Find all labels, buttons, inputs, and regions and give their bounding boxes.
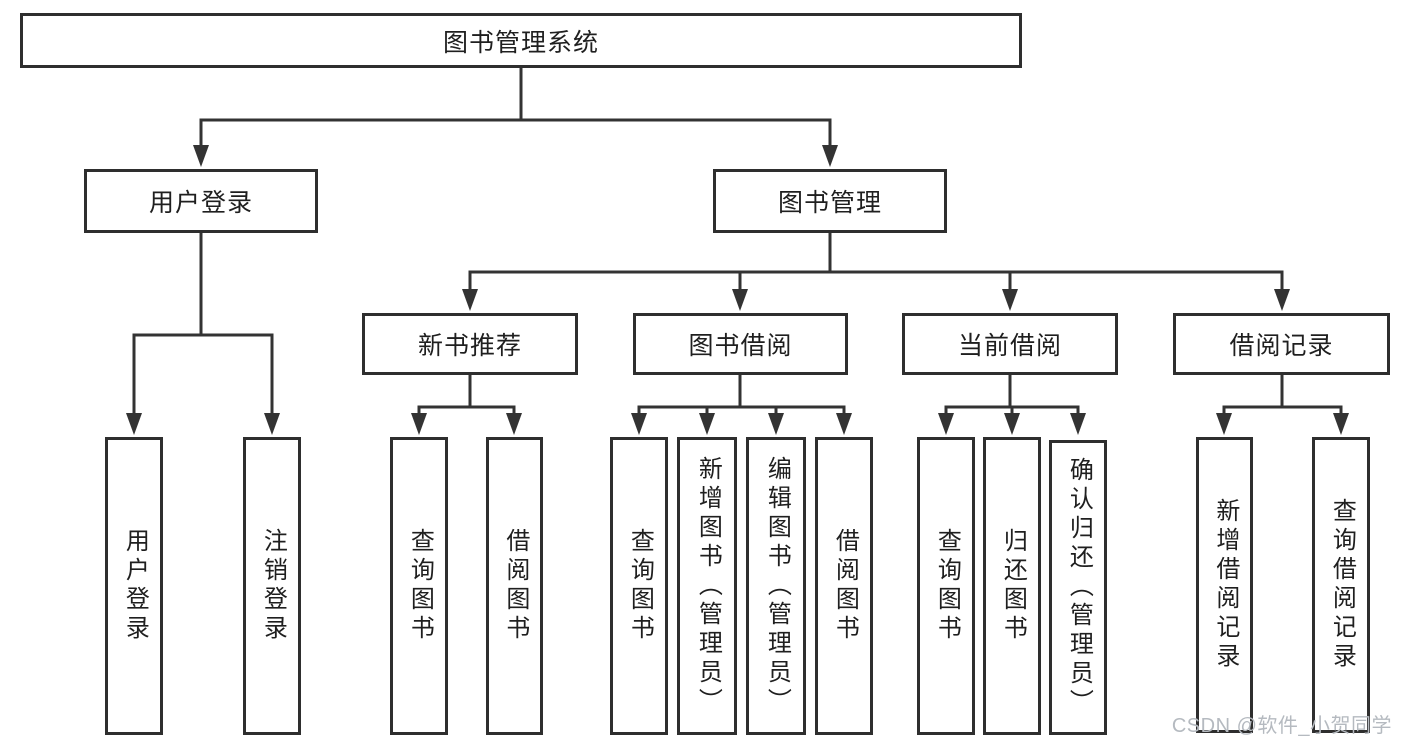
node-label: 借阅图书: [831, 528, 859, 644]
node-label: 查询图书: [933, 528, 961, 644]
arrowhead: [1004, 413, 1020, 435]
connector-root: [199, 66, 832, 149]
leaf-borrow-books-recommend: 借阅图书: [486, 437, 543, 735]
node-label: 查询借阅记录: [1328, 498, 1356, 672]
leaf-return-books: 归还图书: [983, 437, 1041, 735]
leaf-add-borrow-record: 新增借阅记录: [1196, 437, 1253, 733]
node-label: 图书借阅: [688, 332, 793, 360]
node-borrow-records: 借阅记录: [1173, 313, 1390, 375]
node-label: 借阅记录: [1229, 332, 1334, 360]
leaf-add-books-admin: 新增图书（管理员）: [677, 437, 737, 735]
node-label: 图书管理系统: [442, 28, 599, 57]
arrowhead: [126, 413, 142, 435]
node-label: 确认归还（管理员）: [1065, 457, 1093, 718]
leaf-query-books-current: 查询图书: [917, 437, 975, 735]
arrowhead: [699, 413, 715, 435]
arrowhead: [506, 413, 522, 435]
leaf-query-books-recommend: 查询图书: [390, 437, 448, 735]
arrowhead: [822, 145, 838, 167]
arrowhead: [411, 413, 427, 435]
arrowhead: [1216, 413, 1232, 435]
node-label: 借阅图书: [501, 528, 529, 644]
leaf-borrow-books: 借阅图书: [815, 437, 873, 735]
node-label: 归还图书: [999, 528, 1027, 644]
node-label: 用户登录: [148, 189, 253, 217]
arrowhead: [1333, 413, 1349, 435]
connector-borrow-records: [1222, 373, 1343, 416]
arrowhead: [462, 289, 478, 311]
node-label: 注销登录: [259, 528, 287, 644]
leaf-logout: 注销登录: [243, 437, 301, 735]
arrowhead: [1274, 289, 1290, 311]
node-book-management: 图书管理: [713, 169, 947, 233]
leaf-edit-books-admin: 编辑图书（管理员）: [746, 437, 806, 735]
watermark: CSDN @软件_小贺同学: [1171, 715, 1392, 737]
node-label: 新增图书（管理员）: [694, 455, 722, 717]
node-label: 当前借阅: [957, 332, 1062, 360]
node-book-borrow: 图书借阅: [633, 313, 848, 375]
leaf-confirm-return-admin: 确认归还（管理员）: [1049, 440, 1107, 735]
node-current-borrow: 当前借阅: [902, 313, 1118, 375]
node-label: 新增借阅记录: [1211, 498, 1239, 672]
connector-book-management: [468, 231, 1284, 292]
node-label: 查询图书: [406, 528, 434, 644]
node-label: 新书推荐: [417, 332, 522, 360]
arrowhead: [1002, 289, 1018, 311]
node-new-book-recommend: 新书推荐: [362, 313, 578, 375]
arrowhead: [264, 413, 280, 435]
node-root: 图书管理系统: [20, 13, 1022, 68]
arrowhead: [193, 145, 209, 167]
arrowhead: [1070, 413, 1086, 435]
arrowhead: [631, 413, 647, 435]
connector-current-borrow: [944, 373, 1080, 416]
node-label: 图书管理: [777, 189, 882, 217]
arrowhead: [836, 413, 852, 435]
node-label: 用户登录: [121, 528, 149, 644]
arrowhead: [768, 413, 784, 435]
leaf-query-books-borrow: 查询图书: [610, 437, 668, 735]
connector-book-borrow: [637, 373, 846, 416]
leaf-query-borrow-record: 查询借阅记录: [1312, 437, 1370, 733]
node-label: 查询图书: [626, 528, 654, 644]
node-user-login: 用户登录: [84, 169, 318, 233]
connector-new-book-recommend: [417, 373, 516, 416]
node-label: 编辑图书（管理员）: [763, 455, 791, 717]
arrowhead: [732, 289, 748, 311]
connector-user-login: [132, 231, 274, 416]
leaf-user-login: 用户登录: [105, 437, 163, 735]
arrowhead: [938, 413, 954, 435]
